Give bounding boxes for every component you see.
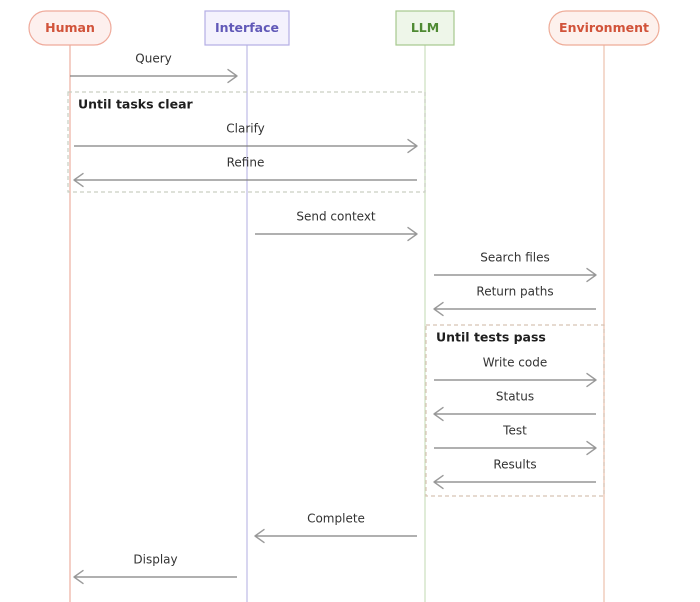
loop-label-until-tasks-clear: Until tasks clear bbox=[78, 97, 194, 112]
message-label-refine: Refine bbox=[227, 156, 265, 170]
message-refine: Refine bbox=[73, 156, 417, 188]
loop-box-until-tests-pass bbox=[425, 324, 605, 497]
participants-group: Human Interface LLM Environment bbox=[28, 10, 660, 46]
message-label-send-context: Send context bbox=[296, 210, 376, 224]
participant-box-human[interactable] bbox=[28, 10, 112, 46]
arrow-head-test bbox=[586, 440, 597, 456]
message-label-query: Query bbox=[135, 52, 171, 66]
message-query: Query bbox=[70, 52, 238, 84]
arrow-head-search-files bbox=[586, 267, 597, 283]
participant-box-environment[interactable] bbox=[548, 10, 660, 46]
message-clarify: Clarify bbox=[74, 122, 418, 154]
message-results: Results bbox=[433, 458, 596, 490]
message-label-status: Status bbox=[496, 390, 534, 404]
message-complete: Complete bbox=[254, 512, 417, 544]
message-display: Display bbox=[73, 553, 237, 585]
arrow-head-complete bbox=[254, 528, 265, 544]
arrow-head-refine bbox=[73, 172, 84, 188]
loop-label-until-tests-pass: Until tests pass bbox=[436, 330, 546, 345]
participant-label-interface: Interface bbox=[215, 20, 279, 35]
message-search-files: Search files bbox=[434, 251, 597, 283]
message-test: Test bbox=[434, 424, 597, 456]
arrow-head-results bbox=[433, 474, 444, 490]
participant-box-llm[interactable] bbox=[395, 10, 455, 46]
participant-interface[interactable]: Interface bbox=[204, 10, 290, 46]
arrow-head-write-code bbox=[586, 372, 597, 388]
arrow-head-status bbox=[433, 406, 444, 422]
participant-label-human: Human bbox=[45, 20, 95, 35]
message-label-return-paths: Return paths bbox=[476, 285, 553, 299]
message-status: Status bbox=[433, 390, 596, 422]
message-label-results: Results bbox=[493, 458, 536, 472]
arrow-head-query bbox=[227, 68, 238, 84]
message-label-write-code: Write code bbox=[483, 356, 547, 370]
message-label-complete: Complete bbox=[307, 512, 365, 526]
arrow-head-display bbox=[73, 569, 84, 585]
arrow-head-return-paths bbox=[433, 301, 444, 317]
message-label-clarify: Clarify bbox=[226, 122, 264, 136]
message-label-search-files: Search files bbox=[480, 251, 550, 265]
participant-label-environment: Environment bbox=[559, 20, 649, 35]
participant-human[interactable]: Human bbox=[28, 10, 112, 46]
message-label-test: Test bbox=[502, 424, 527, 438]
arrow-head-clarify bbox=[407, 138, 418, 154]
message-send-context: Send context bbox=[255, 210, 418, 242]
message-return-paths: Return paths bbox=[433, 285, 596, 317]
loop-box-until-tasks-clear bbox=[67, 91, 426, 193]
arrow-head-send-context bbox=[407, 226, 418, 242]
message-write-code: Write code bbox=[434, 356, 597, 388]
message-label-display: Display bbox=[133, 553, 177, 567]
participant-label-llm: LLM bbox=[411, 20, 439, 35]
participant-environment[interactable]: Environment bbox=[548, 10, 660, 46]
participant-llm[interactable]: LLM bbox=[395, 10, 455, 46]
participant-box-interface[interactable] bbox=[204, 10, 290, 46]
